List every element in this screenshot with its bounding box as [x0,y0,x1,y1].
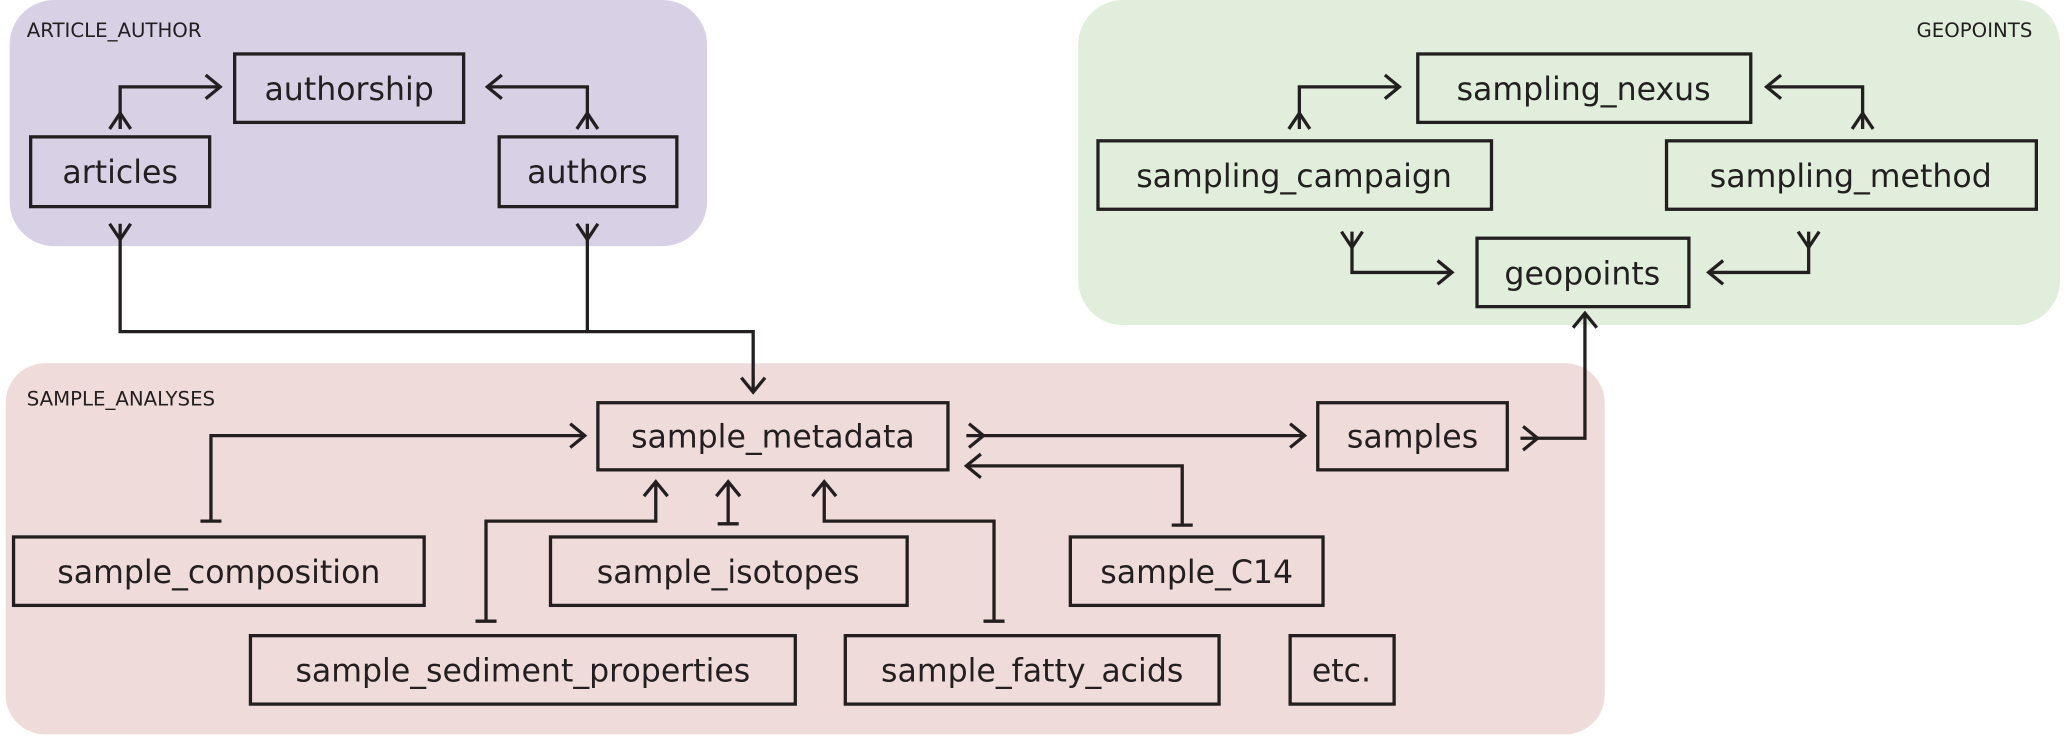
rel-method-geopoints [1706,230,1821,286]
rel-c14-metadata [963,452,1193,527]
entity-label: sampling_nexus [1457,72,1711,108]
entity-label: articles [62,155,178,191]
entity-etc[interactable]: etc. [1288,634,1396,706]
entity-samples[interactable]: samples [1316,401,1509,472]
rel-articles-authorship [108,73,223,130]
entity-label: sample_composition [57,555,380,591]
rel-authors-authorship [484,73,600,130]
entity-sampling-method[interactable]: sampling_method [1664,139,2038,211]
entity-articles[interactable]: articles [29,135,212,209]
entity-sampling-nexus[interactable]: sampling_nexus [1416,52,1753,125]
entity-sample-isotopes[interactable]: sample_isotopes [548,535,909,608]
group-sample-analyses [5,363,1605,735]
entity-sampling-campaign[interactable]: sampling_campaign [1096,139,1494,211]
entity-label: sampling_campaign [1136,159,1452,195]
entity-label: geopoints [1504,256,1660,292]
entity-label: authorship [264,72,433,108]
rel-fatty-acids-metadata [811,479,1005,623]
rel-campaign-geopoints [1340,230,1455,286]
group-label-article-author: ARTICLE_AUTHOR [27,19,202,42]
rel-sediment-metadata [475,479,669,623]
rel-campaign-nexus [1287,73,1402,130]
group-label-sample-analyses: SAMPLE_ANALYSES [27,387,215,410]
group-label-geopoints: GEOPOINTS [1916,19,2032,42]
entity-authorship[interactable]: authorship [232,52,466,125]
entity-label: etc. [1312,654,1371,690]
rel-composition-metadata [200,422,588,523]
entity-sample-c14[interactable]: sample_C14 [1068,535,1325,608]
entity-sample-metadata[interactable]: sample_metadata [596,401,950,472]
rel-samples-geopoints [1520,310,1599,452]
entity-label: samples [1347,419,1478,455]
entity-authors[interactable]: authors [497,135,679,209]
entity-label: sample_isotopes [597,555,860,591]
entity-label: authors [527,155,648,191]
rel-method-nexus [1763,73,1875,130]
entity-label: sample_sediment_properties [295,654,750,690]
entity-geopoints[interactable]: geopoints [1475,236,1691,309]
group-geopoints [1078,0,2061,326]
entity-sample-sediment-properties[interactable]: sample_sediment_properties [248,634,797,706]
entity-label: sample_metadata [631,419,915,455]
entity-label: sample_fatty_acids [881,654,1183,690]
rel-isotopes-metadata [715,479,742,526]
entity-label: sampling_method [1710,159,1992,195]
rel-article-author-sample-metadata [108,222,767,395]
rel-metadata-samples [966,422,1308,449]
entity-sample-fatty-acids[interactable]: sample_fatty_acids [843,634,1221,706]
entity-label: sample_C14 [1100,555,1293,591]
entity-sample-composition[interactable]: sample_composition [11,535,426,608]
